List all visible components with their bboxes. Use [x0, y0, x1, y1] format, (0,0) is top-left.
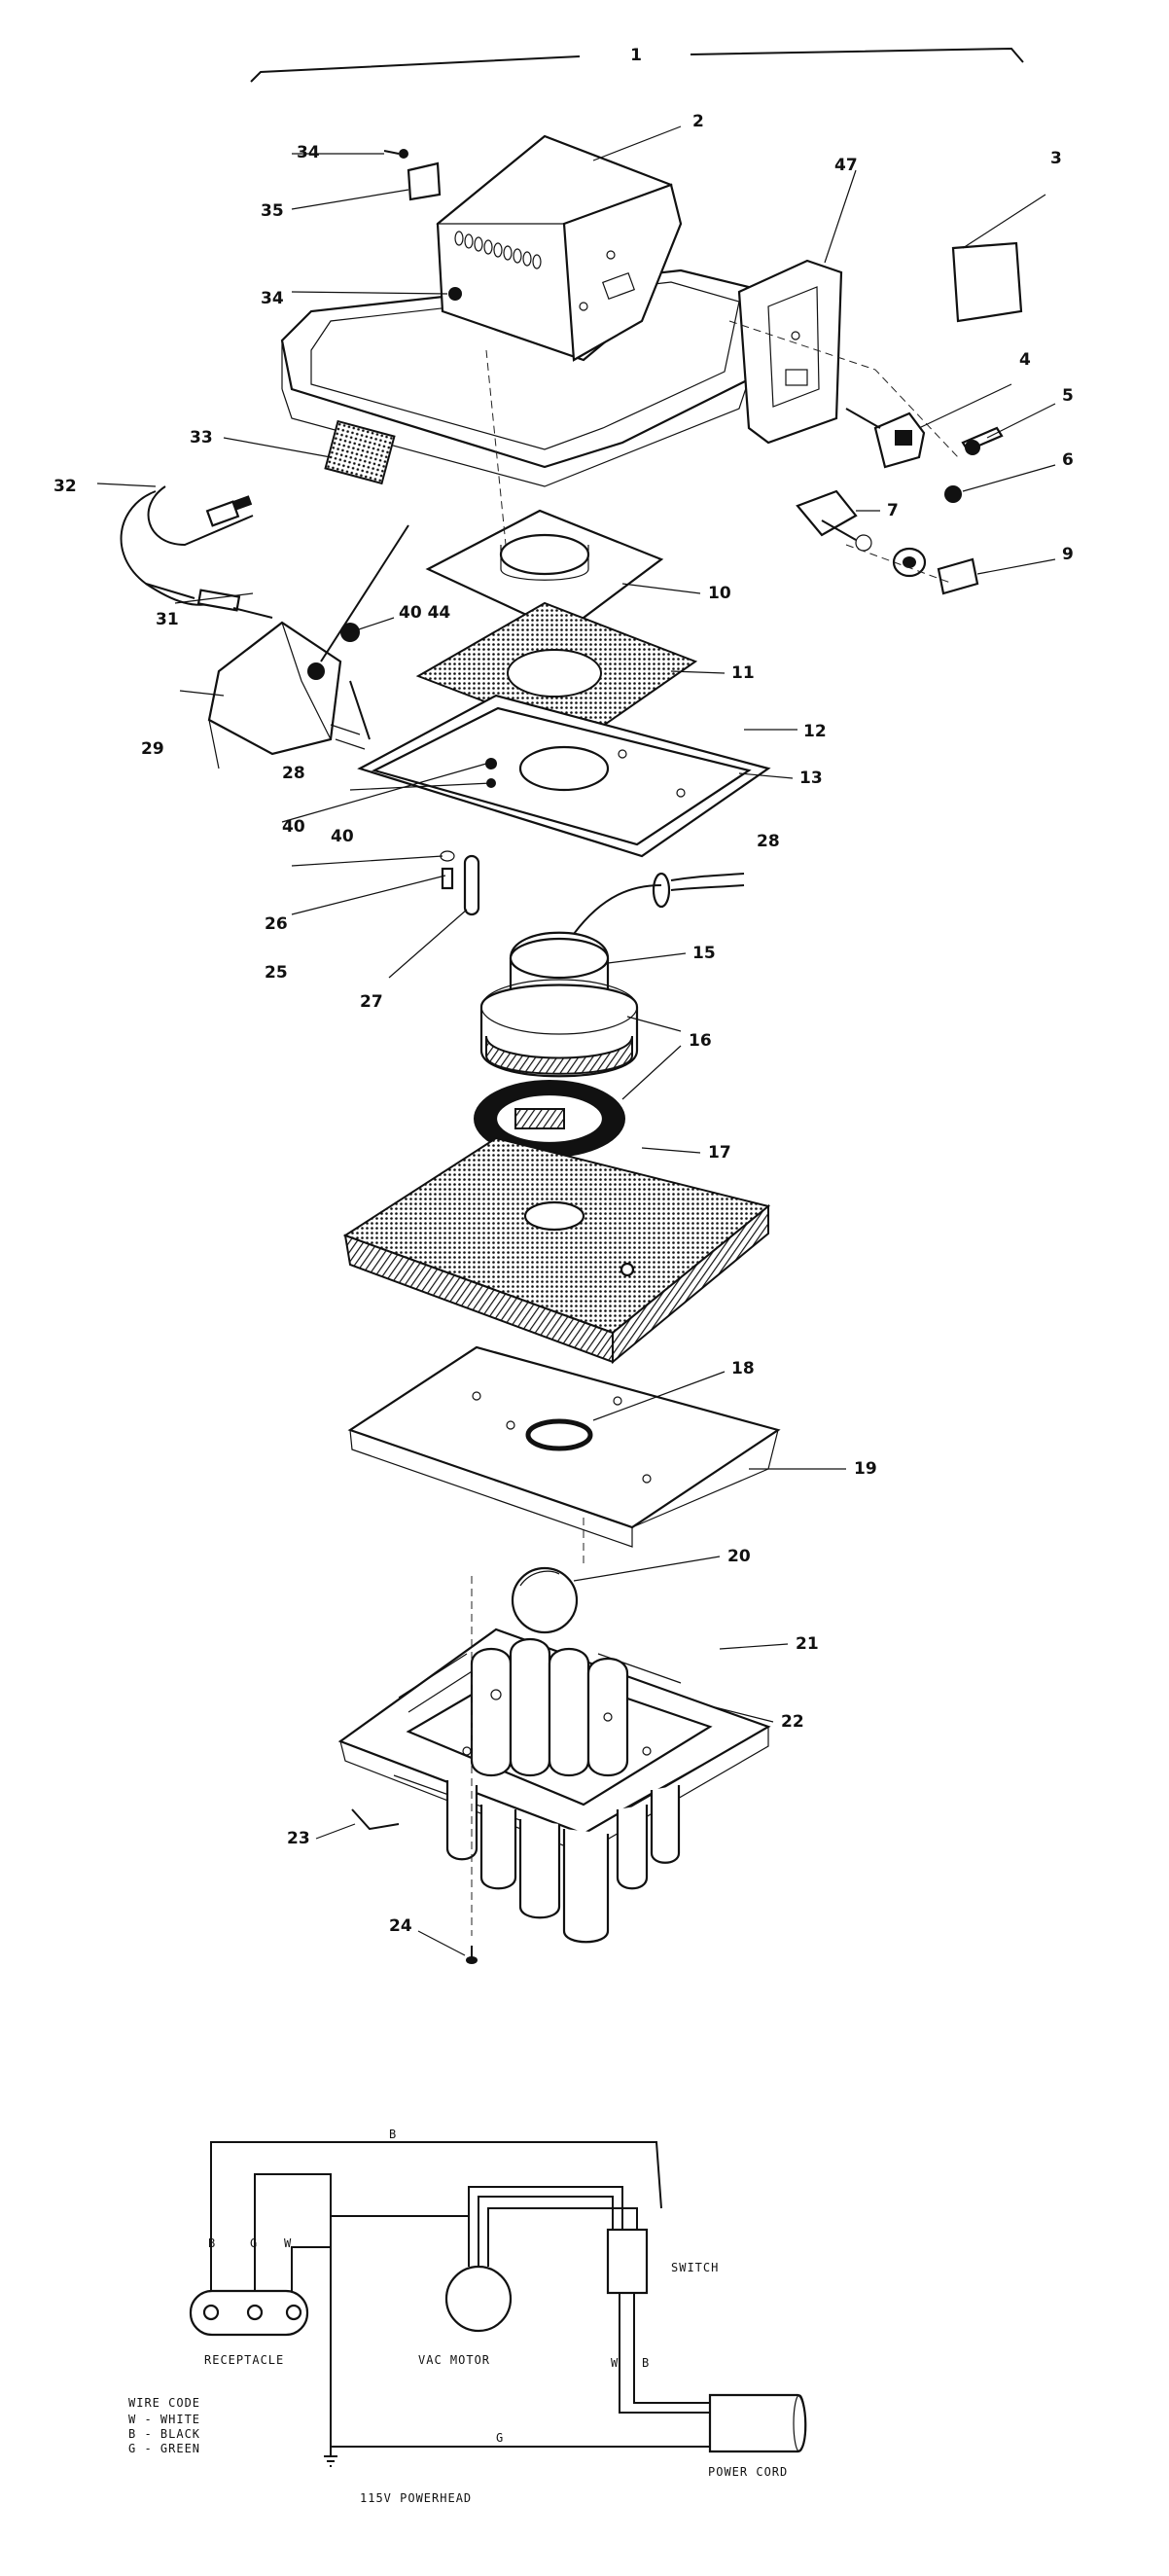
- assembly-bracket: 1: [250, 46, 1024, 83]
- plate-35: [407, 161, 442, 201]
- callout-32: 32: [53, 477, 77, 496]
- callout-7: 7: [887, 501, 899, 520]
- ball-20: [511, 1566, 579, 1634]
- callout-35: 35: [261, 201, 284, 221]
- callout-29: 29: [141, 739, 164, 759]
- ring-18: [525, 1418, 593, 1451]
- callout-31: 31: [156, 610, 179, 629]
- power-cord: POWER CORD: [708, 2393, 807, 2479]
- callout-9: 9: [1062, 545, 1074, 564]
- filter-11: [415, 601, 698, 741]
- receptacle: B G W RECEPTACLE: [189, 2236, 309, 2367]
- vent-slots: [454, 231, 542, 269]
- part-33: [324, 419, 396, 485]
- screw-24: [466, 1946, 478, 1964]
- label-plate-3: [951, 241, 1023, 323]
- bracket-29: [207, 524, 409, 769]
- callout-2: 2: [692, 112, 704, 131]
- wiring-diagram: B G B G W RECEPTACLE VAC MOTOR: [128, 2128, 807, 2505]
- callout-20: 20: [727, 1547, 751, 1566]
- receptacle-wire-g: G: [250, 2236, 258, 2250]
- seal-16: [474, 1080, 625, 1158]
- switch-wire-w: W: [611, 2356, 619, 2370]
- callout-34-screw: 34: [261, 289, 284, 308]
- callout-16: 16: [689, 1031, 712, 1051]
- receptacle-wire-b: B: [208, 2236, 216, 2250]
- callout-12: 12: [803, 722, 827, 741]
- plate-9: [937, 557, 979, 595]
- callout-4: 4: [1019, 350, 1031, 370]
- switch-wire-b: B: [642, 2356, 650, 2370]
- screw-5: [961, 426, 1004, 455]
- callout-33: 33: [190, 428, 213, 447]
- wire-label-top-b: B: [389, 2128, 397, 2141]
- receptacle-wire-w: W: [284, 2236, 292, 2250]
- callout-25: 25: [265, 963, 288, 983]
- nut-6: [944, 485, 962, 503]
- wire-code-white: W - WHITE: [128, 2413, 200, 2426]
- leader-lines: [96, 125, 1056, 1956]
- exploded-view: 1: [53, 46, 1074, 1964]
- callouts: 2 3 4 5 6 7 9 10 11 12 13 15 16 17 18 19…: [53, 112, 1074, 1936]
- callout-28-bracket: 28: [282, 764, 305, 783]
- callout-18: 18: [731, 1359, 755, 1378]
- screw-34-head: [448, 287, 462, 301]
- gasket-10: [425, 509, 664, 634]
- callout-27: 27: [360, 992, 383, 1012]
- callout-17: 17: [708, 1143, 731, 1163]
- callout-assembly: 1: [630, 46, 642, 65]
- callout-40-44: 40 44: [399, 603, 450, 623]
- wire-code-heading: WIRE CODE: [128, 2396, 200, 2410]
- battery-tray-21: [337, 1628, 771, 1854]
- switch-panel: [737, 259, 843, 445]
- callout-6: 6: [1062, 450, 1074, 470]
- switch-part-4: [845, 408, 926, 469]
- callout-22: 22: [781, 1712, 804, 1732]
- wire-label-ground: G: [496, 2431, 504, 2445]
- callout-34-top: 34: [297, 143, 320, 162]
- callout-13: 13: [799, 769, 823, 788]
- callout-15: 15: [692, 944, 716, 963]
- vac-motor-15: [479, 884, 662, 1078]
- foam-block-17: [342, 1136, 771, 1365]
- cells-22: [470, 1638, 629, 1776]
- callout-11: 11: [731, 663, 755, 683]
- receptacle-label: RECEPTACLE: [204, 2353, 284, 2367]
- grommet-28: [652, 872, 745, 909]
- motor-cover: [436, 134, 683, 362]
- bar-23: [351, 1808, 400, 1831]
- callout-5: 5: [1062, 386, 1074, 406]
- screw-34-top: [383, 150, 400, 155]
- callout-23: 23: [287, 1829, 310, 1848]
- hardware-25-26-27: [440, 850, 480, 916]
- wiring-title: 115V POWERHEAD: [360, 2491, 472, 2505]
- callout-24: 24: [389, 1916, 412, 1936]
- gaskets-12-13: [357, 694, 771, 858]
- wire-code-legend: WIRE CODE W - WHITE B - BLACK G - GREEN: [128, 2396, 200, 2455]
- callout-21: 21: [796, 1634, 819, 1654]
- battery-cells-bottom: [445, 1780, 681, 1944]
- cord-label: POWER CORD: [708, 2465, 788, 2479]
- callout-40-b: 40: [331, 827, 354, 846]
- vac-motor-symbol: VAC MOTOR: [418, 2265, 513, 2367]
- motor-label: VAC MOTOR: [418, 2353, 490, 2367]
- callout-47: 47: [834, 156, 858, 175]
- callout-10: 10: [708, 584, 731, 603]
- callout-19: 19: [854, 1459, 877, 1479]
- switch-label: SWITCH: [671, 2261, 719, 2274]
- part-7: [796, 489, 927, 578]
- wire-code-green: G - GREEN: [128, 2442, 200, 2455]
- callout-3: 3: [1050, 149, 1062, 168]
- cord-assembly: [120, 485, 273, 619]
- callout-40-a: 40: [282, 817, 305, 837]
- plate-19: [347, 1345, 781, 1548]
- switch-symbol: SWITCH W B: [606, 2228, 719, 2414]
- callout-28-grommet: 28: [757, 832, 780, 851]
- wire-code-black: B - BLACK: [128, 2427, 200, 2441]
- callout-26: 26: [265, 914, 288, 934]
